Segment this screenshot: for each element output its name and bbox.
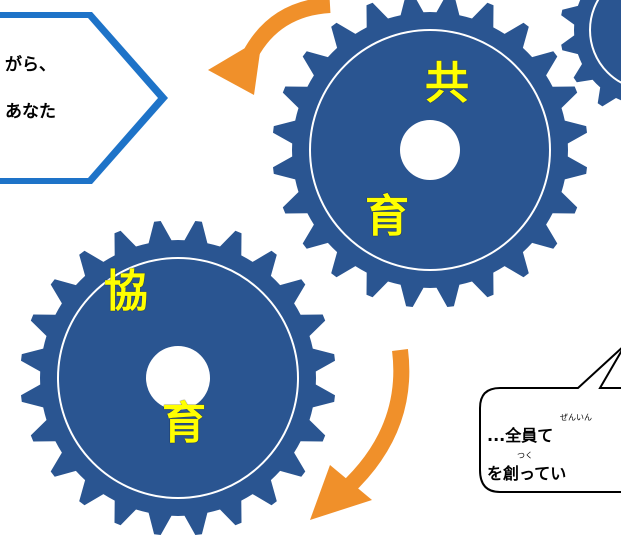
speech-ruby-1: ぜんいん: [560, 413, 592, 422]
gear-right-partial: [561, 0, 621, 107]
speech-bubble: [479, 347, 621, 493]
cycle-arrow-bottom: [310, 349, 410, 520]
callout-text-line1: がら、: [5, 55, 56, 75]
callout-text-line2: あなた: [5, 102, 56, 122]
gear-top-ring: [309, 29, 551, 271]
gear-top-char-iku: 育: [365, 191, 409, 242]
gear-right-ring: [589, 0, 621, 84]
cycle-arrow-top: [208, 0, 331, 95]
gear-right-body: [561, 0, 621, 107]
gear-top-char-kyo: 共: [425, 58, 469, 109]
speech-line-2: を創ってい: [487, 464, 567, 483]
gear-left-char-kyo: 協: [104, 266, 148, 317]
gear-left-ring: [57, 257, 299, 499]
speech-line-1: ...全員て: [487, 426, 554, 445]
gear-top: [273, 0, 587, 307]
callout-box: [0, 12, 168, 184]
gear-top-hub: [400, 120, 460, 180]
gear-left-char-iku: 育: [162, 398, 206, 449]
speech-ruby-2: つく: [517, 451, 533, 460]
gear-left-hub: [146, 346, 210, 410]
gear-left: [21, 221, 335, 535]
